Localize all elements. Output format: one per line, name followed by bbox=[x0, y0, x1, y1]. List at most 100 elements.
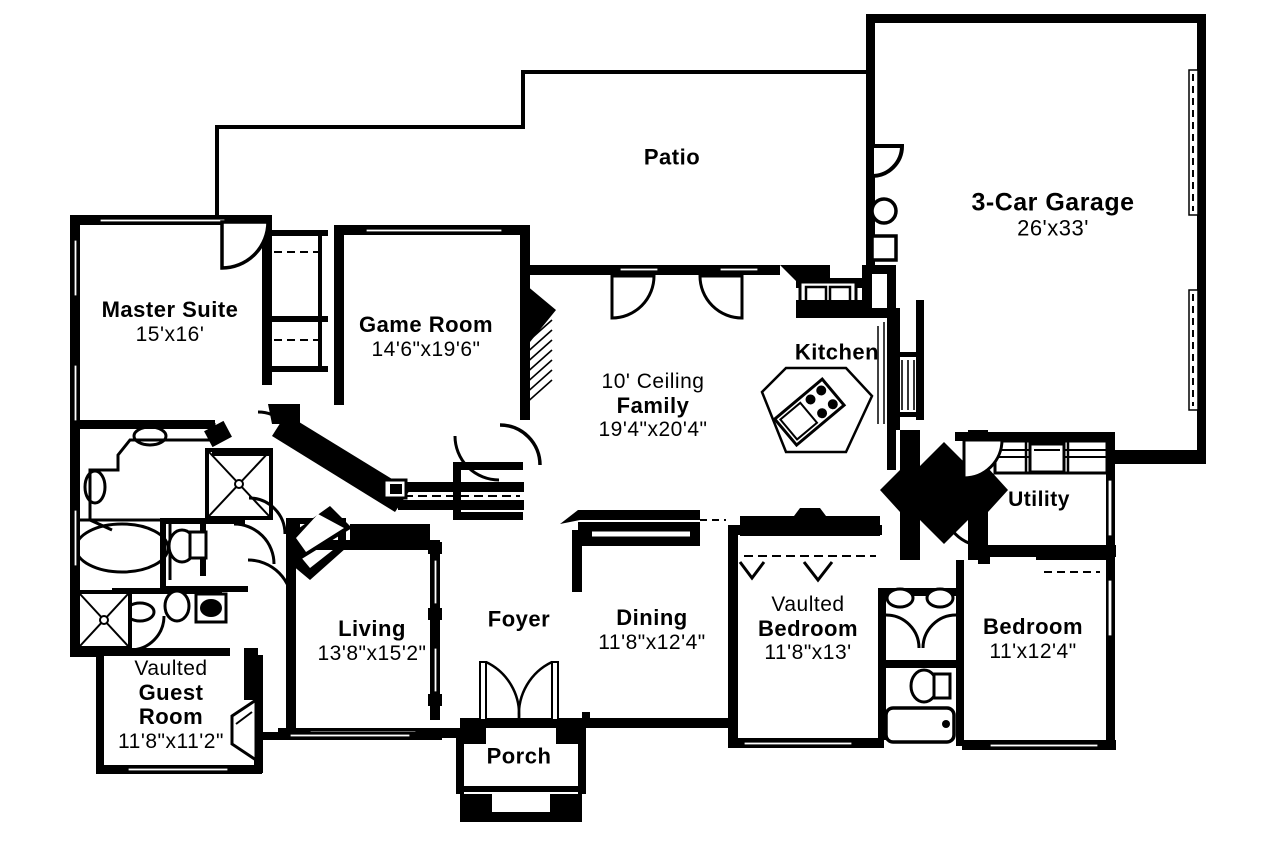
hall-door-swing bbox=[257, 410, 296, 449]
family-door-swing-b bbox=[698, 274, 744, 320]
patio-outline bbox=[215, 70, 869, 220]
guest-bath-fixtures bbox=[70, 588, 230, 656]
bedroom3-dim: 11'8"x13' bbox=[764, 641, 852, 665]
room-label-family: 10' Ceiling Family 19'4"x20'4" bbox=[598, 370, 707, 442]
master-bath-wall-stub bbox=[204, 420, 232, 448]
utility-wall-top bbox=[955, 432, 1115, 441]
kitchen-structure bbox=[760, 265, 924, 454]
room-label-bedroom-2: Bedroom 11'x12'4" bbox=[982, 613, 1084, 663]
utility-name: Utility bbox=[1008, 488, 1070, 512]
bedroom2-window-a bbox=[1107, 579, 1113, 637]
foyer-name: Foyer bbox=[487, 606, 551, 632]
living-wall-left bbox=[286, 540, 296, 736]
room-label-bedroom-3: Vaulted Bedroom 11'8"x13' bbox=[758, 593, 858, 665]
master-door-swing bbox=[220, 220, 270, 270]
master-shower bbox=[205, 448, 273, 520]
family-ceiling-note: 10' Ceiling bbox=[601, 370, 705, 394]
guest-name-line2: Room bbox=[138, 704, 204, 729]
guest-wall-right bbox=[254, 655, 263, 773]
guest-window bbox=[127, 767, 229, 772]
room-label-porch: Porch bbox=[486, 743, 552, 770]
utility-exterior-jog bbox=[1110, 455, 1206, 464]
bedroom2-closet-b bbox=[1036, 552, 1106, 560]
living-wall-top bbox=[286, 540, 440, 550]
foyer-pier-a bbox=[428, 542, 442, 554]
master-sink-2 bbox=[83, 469, 107, 505]
guest-name-line1: Guest bbox=[138, 679, 204, 705]
living-dim: 13'8"x15'2" bbox=[317, 641, 427, 665]
room-label-foyer: Foyer bbox=[487, 606, 551, 633]
porch-name: Porch bbox=[486, 743, 552, 769]
master-bath-window bbox=[73, 509, 78, 567]
master-wall-bottom bbox=[70, 420, 215, 429]
game-door-swing bbox=[499, 423, 542, 466]
utility-counter bbox=[993, 439, 1109, 475]
walls-group bbox=[70, 14, 1206, 822]
garage-furnace-icon bbox=[870, 234, 898, 262]
bedroom3-window bbox=[743, 741, 853, 746]
diagonal-hall bbox=[268, 404, 524, 520]
master-closets bbox=[265, 230, 328, 372]
bedroom3-vaulted: Vaulted bbox=[771, 593, 845, 617]
family-name: Family bbox=[616, 392, 690, 418]
room-label-patio: Patio bbox=[643, 144, 701, 171]
bedroom3-closet bbox=[738, 508, 880, 583]
game-room-name: Game Room bbox=[358, 311, 494, 337]
bedroom2-wall-right bbox=[1106, 548, 1115, 748]
garage-wall-left-jog bbox=[866, 265, 896, 274]
foyer-pier-b bbox=[428, 608, 442, 620]
game-wall-left bbox=[334, 225, 344, 405]
foyer-wall-left bbox=[430, 540, 440, 720]
hall-bath-sink-2 bbox=[925, 587, 955, 609]
garage-wall-left-upper bbox=[866, 14, 875, 270]
garage-wall-right bbox=[1197, 14, 1206, 459]
room-label-living: Living 13'8"x15'2" bbox=[317, 615, 427, 665]
bedroom2-window-b bbox=[989, 743, 1099, 748]
bedroom3-name: Bedroom bbox=[757, 615, 859, 641]
garage-wall-top bbox=[866, 14, 1206, 23]
family-door-swing-a bbox=[610, 274, 656, 320]
hall-bath-tub bbox=[884, 706, 956, 744]
exterior-wall-left bbox=[70, 215, 80, 655]
dining-dim: 11'8"x12'4" bbox=[598, 630, 706, 654]
guest-wall-left bbox=[96, 655, 104, 773]
exterior-wall-south-center bbox=[578, 718, 734, 728]
room-label-game-room: Game Room 14'6"x19'6" bbox=[358, 311, 494, 361]
garage-name: 3-Car Garage bbox=[971, 188, 1135, 217]
foyer-window-b bbox=[433, 647, 438, 693]
living-name: Living bbox=[338, 615, 406, 641]
wall-pier-south bbox=[582, 712, 590, 728]
hall-bath bbox=[878, 560, 964, 746]
garage-dim: 26'x33' bbox=[1017, 215, 1089, 241]
room-label-guest-room: Vaulted Guest Room 11'8"x11'2" bbox=[118, 657, 224, 753]
game-window bbox=[365, 228, 503, 233]
garage-door-openings bbox=[1188, 69, 1199, 411]
master-suite-name: Master Suite bbox=[101, 296, 239, 322]
dining-closet bbox=[560, 510, 726, 546]
foyer-window-a bbox=[433, 559, 438, 605]
bath-door-swing-b bbox=[248, 496, 287, 535]
guest-vaulted: Vaulted bbox=[134, 656, 208, 680]
foyer-pier-c bbox=[428, 694, 442, 706]
game-angled-wall bbox=[520, 280, 556, 406]
room-label-master-suite: Master Suite 15'x16' bbox=[101, 296, 239, 346]
garage-entry-door-swing bbox=[870, 144, 905, 179]
game-room-dim: 14'6"x19'6" bbox=[371, 337, 481, 361]
bedroom2-dim: 11'x12'4" bbox=[989, 639, 1077, 663]
garage-water-heater-icon bbox=[870, 197, 898, 225]
family-window-b bbox=[719, 267, 759, 272]
family-dim: 19'4"x20'4" bbox=[598, 418, 708, 442]
bath-door-swing-a bbox=[233, 522, 276, 565]
exterior-wall-sw bbox=[70, 648, 100, 657]
family-window-a bbox=[619, 267, 659, 272]
room-label-garage: 3-Car Garage 26'x33' bbox=[971, 189, 1134, 242]
room-label-utility: Utility bbox=[1008, 488, 1070, 512]
bedroom2-name: Bedroom bbox=[982, 613, 1084, 639]
patio-name: Patio bbox=[643, 144, 701, 170]
master-suite-dim: 15'x16' bbox=[135, 322, 205, 346]
guest-hall-window bbox=[289, 733, 411, 738]
hall-bath-sink-1 bbox=[885, 587, 915, 609]
dining-name: Dining bbox=[616, 604, 688, 630]
